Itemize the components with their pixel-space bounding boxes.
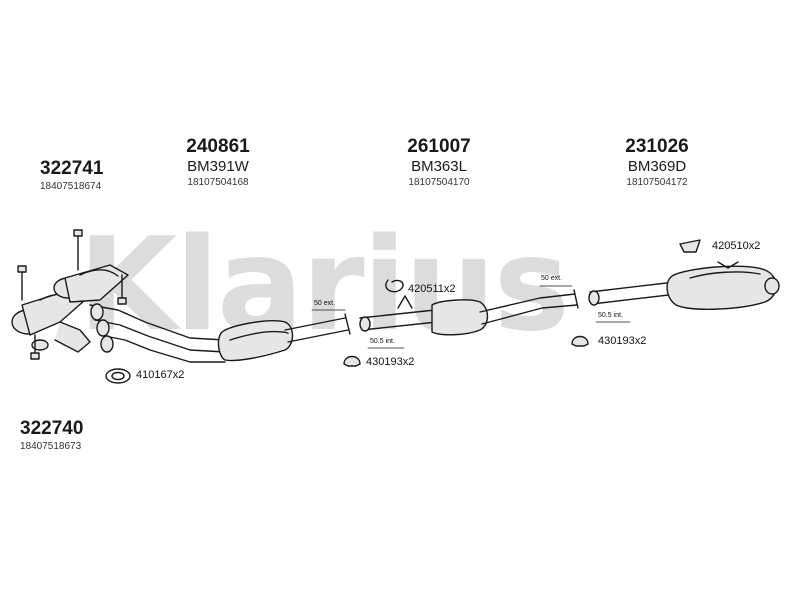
front-pipes — [89, 303, 226, 363]
part-number: 322741 — [40, 158, 104, 179]
part-240861: 240861 BM391W 18107504168 — [168, 136, 268, 189]
dim-50-5-int-a: 50.5 int. — [370, 338, 395, 345]
oem-number: 18407518674 — [40, 181, 102, 192]
gasket-icon — [105, 368, 131, 384]
part-261007: 261007 BM363L 18107504170 — [389, 136, 489, 189]
callout-430193-a: 430193x2 — [366, 356, 415, 368]
callout-420511: 420511x2 — [408, 283, 456, 295]
oem-number: 18107504170 — [408, 177, 470, 188]
center-silencer-261007 — [359, 289, 579, 336]
dim-50-ext-b: 50 ext. — [541, 275, 563, 282]
part-number: 240861 — [186, 136, 250, 157]
manifold-assembly-right — [53, 229, 129, 305]
oem-number: 18407518673 — [20, 441, 82, 452]
rear-silencer-231026 — [588, 261, 780, 310]
callout-410167: 410167x2 — [136, 369, 185, 381]
dim-50-ext-a: 50 ext. — [314, 300, 336, 307]
part-322741: 322741 18407518674 — [40, 158, 103, 193]
callout-420510: 420510x2 — [712, 240, 761, 252]
oem-number: 18107504172 — [626, 177, 688, 188]
oem-number: 18107504168 — [187, 177, 249, 188]
part-number: 322740 — [20, 418, 84, 439]
part-number: 231026 — [625, 136, 689, 157]
part-code: BM363L — [411, 158, 467, 175]
part-number: 261007 — [407, 136, 471, 157]
rubber-hanger-icon-2 — [571, 335, 589, 347]
dimension-lines — [311, 285, 631, 349]
clamp-icon — [385, 279, 404, 293]
catalyst-240861 — [217, 313, 351, 362]
part-231026: 231026 BM369D 18107504172 — [607, 136, 707, 189]
hanger-bracket-icon — [679, 239, 701, 253]
part-322740: 322740 18407518673 — [20, 418, 83, 453]
callout-430193-b: 430193x2 — [598, 335, 647, 347]
rubber-hanger-icon-1 — [343, 355, 361, 367]
dim-50-5-int-b: 50.5 int. — [598, 312, 623, 319]
part-code: BM391W — [187, 158, 249, 175]
brand-watermark: Klarius — [78, 211, 570, 360]
part-code: BM369D — [627, 158, 687, 175]
